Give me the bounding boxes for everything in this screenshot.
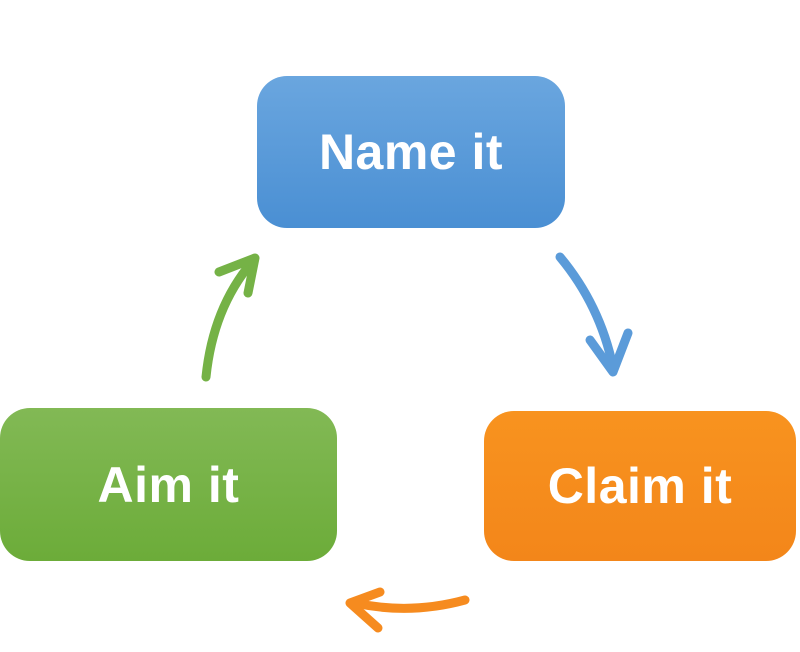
node-claim-it: Claim it (484, 411, 796, 561)
arrow-claim-to-aim (345, 587, 470, 633)
node-claim-it-label: Claim it (547, 458, 733, 514)
node-aim-it: Aim it (0, 408, 337, 561)
arrow-name-to-claim (555, 252, 633, 377)
node-name-it-label: Name it (318, 124, 504, 180)
arrow-aim-to-name (201, 253, 260, 382)
node-aim-it-label: Aim it (97, 456, 240, 513)
node-name-it: Name it (257, 76, 565, 228)
